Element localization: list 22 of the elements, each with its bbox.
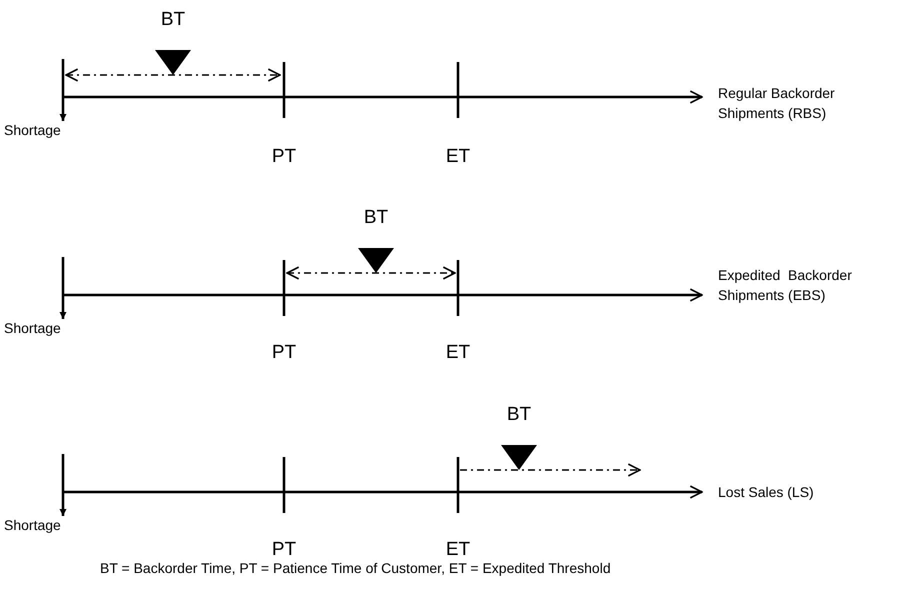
- shortage-arrow: [60, 257, 66, 319]
- shortage-arrow: [60, 454, 66, 516]
- time-label: BT: [160, 8, 186, 32]
- shortage-label: Shortage: [0, 516, 70, 534]
- time-label: ET: [446, 538, 470, 562]
- time-label: PT: [272, 145, 296, 169]
- time-label: BT: [506, 403, 532, 427]
- timeline-arrow: [64, 90, 703, 104]
- outcome-label: Regular Backorder Shipments (RBS): [702, 83, 902, 123]
- shortage-label: Shortage: [0, 319, 70, 337]
- outcome-label: Expedited Backorder Shipments (EBS): [702, 265, 906, 305]
- timeline-arrow: [64, 288, 703, 302]
- shortage-label: Shortage: [0, 121, 70, 139]
- outcome-label: Lost Sales (LS): [702, 482, 902, 502]
- time-label: ET: [446, 341, 470, 365]
- footnote: BT = Backorder Time, PT = Patience Time of Customer, ET = Expedited Threshold: [100, 559, 611, 578]
- time-label: ET: [446, 145, 470, 169]
- time-label: PT: [272, 341, 296, 365]
- timeline-arrow: [64, 485, 703, 499]
- shortage-arrow: [60, 59, 66, 121]
- time-label: PT: [272, 538, 296, 562]
- time-label: BT: [364, 206, 388, 230]
